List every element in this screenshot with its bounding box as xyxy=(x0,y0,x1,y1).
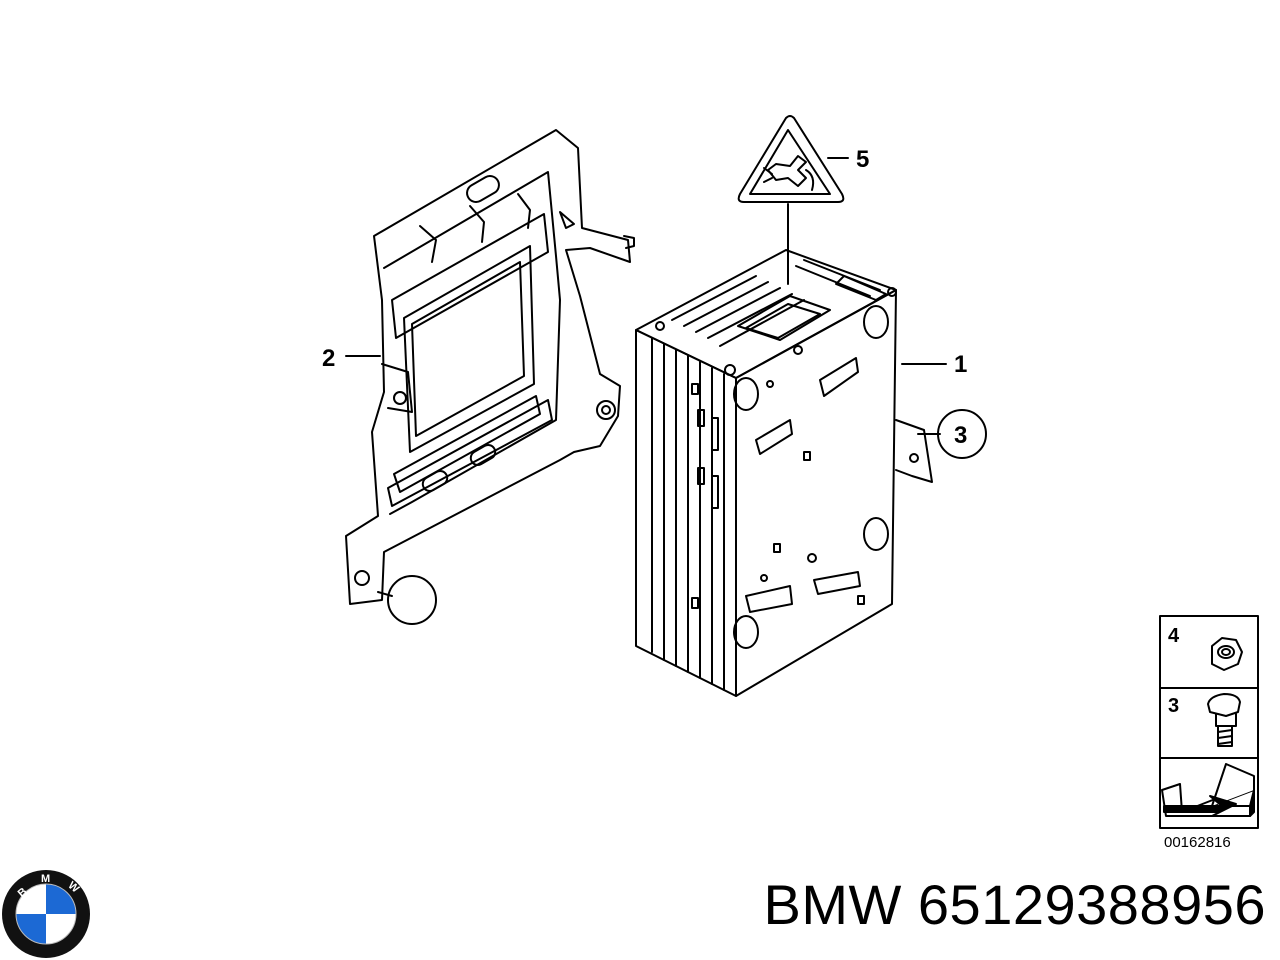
nut-icon xyxy=(1211,637,1243,671)
callout-3-circle: 3 xyxy=(937,409,987,459)
control-unit-box xyxy=(635,249,933,697)
part-number: 65129388956 xyxy=(917,873,1266,936)
callout-leaders xyxy=(345,157,947,435)
legend-nut-number: 4 xyxy=(1168,625,1180,647)
callout-1: 1 xyxy=(954,351,967,378)
callout-5: 5 xyxy=(856,146,869,173)
callout-3: 3 xyxy=(954,422,967,449)
reference-arrow-icon xyxy=(1161,763,1255,817)
legend-bolt-number: 3 xyxy=(1168,695,1179,717)
callout-2: 2 xyxy=(322,345,335,372)
diagram-id: 00162816 xyxy=(1164,834,1231,851)
bmw-logo-icon: B M W xyxy=(2,870,90,958)
bolt-icon xyxy=(1207,693,1241,747)
warning-label-triangle xyxy=(737,115,845,285)
brand-name: BMW xyxy=(763,873,902,936)
logo-letter-m: M xyxy=(41,873,50,885)
fastener-legend: 4 3 00162816 xyxy=(1159,615,1259,851)
mounting-bracket xyxy=(345,129,635,625)
part-caption: BMW 65129388956 xyxy=(763,872,1266,937)
